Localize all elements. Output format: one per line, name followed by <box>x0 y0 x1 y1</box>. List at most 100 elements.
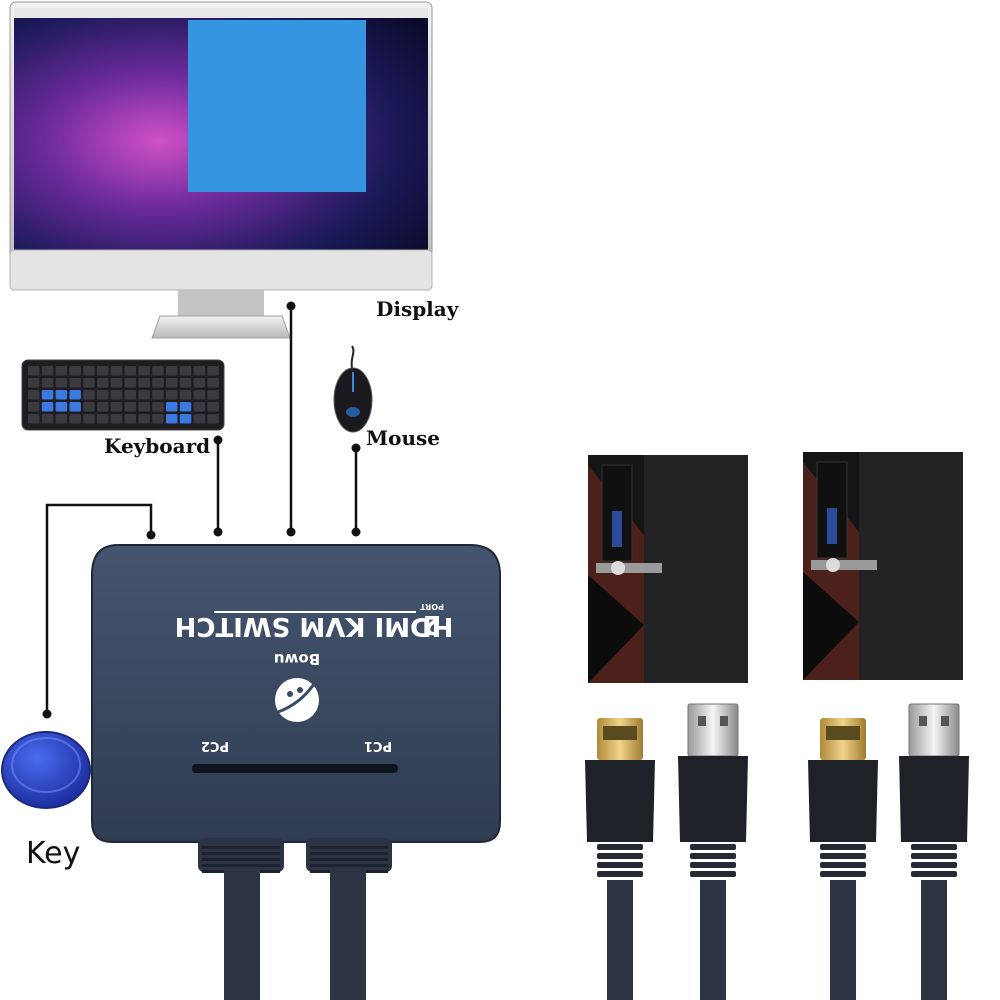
tower-trim <box>811 560 877 570</box>
key-line <box>45 503 153 712</box>
keyboard-key <box>124 378 137 388</box>
keyboard-key <box>138 378 150 388</box>
mouse-cable <box>350 345 355 369</box>
cable-strain-ridge <box>820 853 866 859</box>
keyboard-key <box>97 366 109 376</box>
keyboard-key <box>41 366 54 376</box>
keyboard-body <box>21 359 225 431</box>
keyboard-key <box>207 378 219 388</box>
keyboard-key <box>166 402 178 412</box>
hdmi-plug-housing <box>808 760 878 842</box>
keyboard-key <box>166 390 178 400</box>
keyboard-key <box>124 402 137 412</box>
cable-strain-ridge <box>690 853 736 859</box>
dell-logo <box>826 558 840 572</box>
keyboard-key <box>152 378 164 388</box>
keyboard-key <box>110 402 123 412</box>
keyboard-key <box>55 414 68 424</box>
keyboard-key <box>83 366 95 376</box>
cable-strain-ridge <box>690 862 736 868</box>
screen-window <box>188 20 366 192</box>
connection-lines <box>45 306 358 712</box>
keyboard <box>21 359 225 431</box>
keyboard-key <box>83 414 95 424</box>
keyboard-key <box>179 414 192 424</box>
keyboard-key <box>152 402 164 412</box>
switch-port-word: PORT <box>419 602 443 611</box>
usb-plug-slot-right <box>941 716 949 726</box>
usb-plug-housing <box>899 756 969 842</box>
strain-relief-ridge <box>310 864 388 867</box>
keyboard-key <box>41 390 54 400</box>
switch-title: HDMI KVM SWITCH <box>175 611 454 641</box>
keyboard-key <box>179 378 192 388</box>
keyboard-key <box>193 414 206 424</box>
keyboard-key <box>207 414 219 424</box>
cable-strain-ridge <box>820 844 866 850</box>
keyboard-key <box>83 402 95 412</box>
switch-cable-left <box>198 838 284 1000</box>
keyboard-key <box>69 378 81 388</box>
monitor-chin <box>9 249 433 291</box>
strain-relief-ridge <box>310 858 388 861</box>
strain-relief-ridge <box>202 864 280 867</box>
keyboard-key <box>138 390 150 400</box>
keyboard-key <box>28 378 40 388</box>
strain-relief-ridge <box>202 846 280 849</box>
keyboard-key <box>207 402 219 412</box>
keyboard-key <box>28 402 40 412</box>
cable-strain-ridge <box>597 871 643 877</box>
usb-plug-slot-left <box>698 716 706 726</box>
keyboard-key <box>193 402 206 412</box>
keyboard-key <box>124 366 137 376</box>
cable <box>921 880 947 1000</box>
cable <box>607 880 633 1000</box>
bowu-logo <box>275 678 319 722</box>
keyboard-key <box>179 402 192 412</box>
display-label: Display <box>376 297 459 321</box>
strain-relief-ridge <box>202 858 280 861</box>
switch-button <box>192 764 398 773</box>
cable <box>830 880 856 1000</box>
strain-relief-ridge <box>202 852 280 855</box>
keyboard-key <box>166 366 178 376</box>
keyboard-key <box>193 390 206 400</box>
cable-strain-ridge <box>911 862 957 868</box>
monitor-stand <box>151 315 291 339</box>
keyboard-key <box>83 390 95 400</box>
hdmi-connector <box>585 718 655 1000</box>
keyboard-key <box>138 402 150 412</box>
keyboard-key <box>97 414 109 424</box>
keyboard-key <box>152 366 164 376</box>
keyboard-key <box>28 366 40 376</box>
keyboard-key <box>28 390 40 400</box>
switch-pc2-label: PC2 <box>201 738 229 753</box>
desktop-tower-2 <box>803 452 963 680</box>
keyboard-key <box>179 390 192 400</box>
mouse <box>333 345 373 433</box>
keyboard-key <box>97 402 109 412</box>
strain-relief-ridge <box>310 852 388 855</box>
desktop-tower-1 <box>588 455 748 683</box>
keyboard-key <box>83 378 95 388</box>
keyboard-key <box>207 366 219 376</box>
usb-plug-slot-right <box>720 716 728 726</box>
mouse-label: Mouse <box>366 426 441 450</box>
monitor-neck <box>178 290 264 316</box>
tower-trim <box>596 563 662 573</box>
keyboard-key <box>28 414 40 424</box>
keyboard-key <box>152 390 164 400</box>
connection-dots <box>42 301 361 719</box>
keyboard-keys <box>28 366 219 424</box>
strain-relief-ridge <box>310 846 388 849</box>
switch-port-count: 2 <box>423 609 441 639</box>
cable-strain-ridge <box>911 871 957 877</box>
usb-ports <box>612 511 622 547</box>
keyboard-key <box>55 366 68 376</box>
usb-plug-tip <box>687 703 739 757</box>
mouse-body <box>333 367 373 433</box>
keyboard-key <box>124 390 137 400</box>
keyboard-key <box>55 390 68 400</box>
usb-plug-tip <box>908 703 960 757</box>
switch-pc1-label: PC1 <box>364 738 392 753</box>
